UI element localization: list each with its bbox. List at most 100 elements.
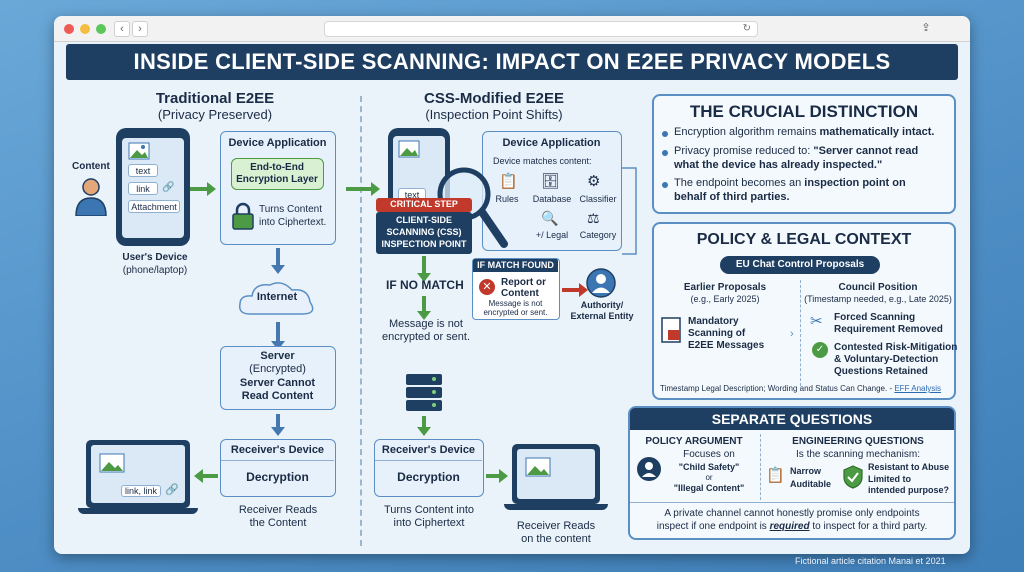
back-icon[interactable]: ‹ [114, 21, 130, 37]
engineering-head: ENGINEERING QUESTIONS [792, 436, 924, 447]
policy-person-icon [637, 457, 661, 481]
category-icon: ⚖ [587, 210, 600, 226]
mandatory-line2: Scanning of [688, 328, 746, 339]
device-app-box: Device Application End-to-End Encryption… [220, 131, 336, 245]
distinction-b2-cont: what the device has already inspected." [674, 159, 883, 171]
turns-content-line1: Turns Content [259, 204, 322, 215]
chevron-right-icon: › [790, 328, 794, 340]
earlier-proposals: Earlier Proposals [683, 282, 767, 293]
content-label: Content [72, 161, 110, 172]
arrow-to-internet [271, 248, 285, 274]
css-line1: CLIENT-SIDE [395, 215, 452, 225]
lock-icon [232, 202, 254, 230]
share-icon[interactable]: ⇪ [921, 22, 931, 34]
distinction-b3-bold: inspection point on [804, 177, 906, 189]
laptop-link-chip: link, link [121, 485, 161, 497]
turns-content-line2: into Ciphertext. [259, 217, 327, 228]
forward-icon[interactable]: › [132, 21, 148, 37]
distinction-b3-text: The endpoint becomes an [674, 177, 805, 189]
close-window-dot[interactable] [64, 24, 74, 34]
arrow-no-match [417, 256, 431, 282]
match-found-box: IF MATCH FOUND ✕ Report or Content Messa… [472, 258, 560, 320]
left-subheading: (Privacy Preserved) [157, 107, 273, 122]
server-rack-icon [406, 374, 442, 411]
distinction-b2-text: Privacy promise reduced to: [674, 145, 814, 157]
text-chip: text [128, 164, 158, 177]
eu-banner: EU Chat Control Proposals [720, 256, 880, 274]
legal-label: +/ Legal [535, 230, 569, 240]
contested-line1: Contested Risk-Mitigation [834, 342, 958, 353]
css-line2: SCANNING (CSS) [386, 227, 462, 237]
encryption-layer: End-to-End Encryption Layer [231, 158, 324, 190]
minimize-window-dot[interactable] [80, 24, 90, 34]
middle-heading: CSS-Modified E2EE [423, 90, 565, 107]
wrench-icon: ✂ [810, 313, 823, 330]
authority-icon [586, 268, 616, 298]
internet-cloud-icon [238, 282, 314, 315]
maximize-window-dot[interactable] [96, 24, 106, 34]
report-x-icon: ✕ [479, 279, 495, 295]
contested-line2: & Voluntary-Detection [834, 354, 939, 365]
forced-line2: Requirement Removed [834, 324, 943, 335]
mandatory-line1: Mandatory [688, 316, 739, 327]
eff-analysis-link[interactable]: EFF Analysis [894, 384, 942, 393]
decryption-label: Decryption [246, 470, 309, 484]
css-reads-line2: on the content [521, 533, 591, 545]
distinction-b3-cont: behalf of third parties. [674, 191, 790, 203]
limited-line1: Limited to [868, 474, 911, 484]
policy-title: POLICY & LEGAL CONTEXT [696, 231, 912, 248]
distinction-panel: THE CRUCIAL DISTINCTION Encryption algor… [652, 94, 956, 214]
report-line3: Message is not [488, 299, 543, 308]
css-receiver-title: Receiver's Device [381, 444, 476, 456]
council-position: Council Position [838, 282, 918, 293]
arrow-to-receiver [271, 414, 285, 436]
if-no-match-label: IF NO MATCH [386, 278, 464, 292]
separate-panel: SEPARATE QUESTIONS POLICY ARGUMENT Focus… [628, 406, 956, 540]
browser-window: ‹ › ↻ ⇪ + INSIDE CLIENT-SIDE SCANNING: I… [54, 16, 970, 554]
checklist-icon: 📋 [766, 467, 785, 484]
enc-layer-line1: End-to-End [250, 162, 304, 173]
matches-label: Device matches content: [493, 156, 592, 166]
middle-subheading: (Inspection Point Shifts) [425, 107, 563, 122]
enc-layer-line2: Encryption Layer [236, 174, 318, 185]
server-box: Server (Encrypted) Server Cannot Read Co… [220, 346, 336, 410]
arrow-not-encrypted [417, 296, 431, 320]
css-turns-line1: Turns Content into [383, 504, 475, 516]
policy-panel: POLICY & LEGAL CONTEXT EU Chat Control P… [652, 222, 958, 400]
resistant-label: Resistant to Abuse [868, 462, 950, 472]
authority-line1: Authority/ [580, 300, 624, 310]
policy-note-text: Timestamp Legal Description; Wording and… [660, 384, 895, 393]
css-turns-line2: into Ciphertext [393, 517, 465, 529]
report-line4: encrypted or sent. [483, 308, 548, 317]
receiver-box: Receiver's Device Decryption [220, 439, 336, 497]
internet-label: Internet [256, 291, 298, 303]
classifier-label: Classifier [579, 194, 617, 204]
database-label: Database [532, 194, 572, 204]
page-title: INSIDE CLIENT-SIDE SCANNING: IMPACT ON E… [66, 44, 958, 80]
attachment-chip: Attachment [128, 200, 180, 213]
limited-line2: intended purpose? [868, 485, 949, 495]
not-encrypted-line2: encrypted or sent. [381, 331, 471, 343]
distinction-bullet-1: Encryption algorithm remains mathematica… [674, 126, 934, 138]
focuses-label: Focuses on [683, 449, 735, 460]
server-line2: (Encrypted) [249, 363, 306, 375]
css-device-app-box: Device Application Device matches conten… [482, 131, 622, 251]
link-icon: 🔗 [162, 182, 175, 193]
css-laptop-image-icon [525, 457, 551, 477]
reload-icon[interactable]: ↻ [742, 23, 751, 34]
server-line3: Server Cannot [239, 377, 316, 389]
left-heading: Traditional E2EE [155, 90, 275, 107]
distinction-bullet-3: The endpoint becomes an inspection point… [674, 177, 906, 189]
bottom-2c: to inspect for a third party. [809, 521, 928, 532]
report-line1: Report or [501, 277, 546, 288]
check-icon: ✓ [812, 342, 828, 358]
category-label: Category [579, 230, 617, 240]
receiver-laptop: link, link 🔗 [86, 440, 190, 508]
illegal-content-label: "Illegal Content" [673, 483, 745, 493]
user-icon [75, 178, 107, 216]
not-encrypted-line1: Message is not [389, 318, 463, 330]
image-icon [128, 142, 150, 160]
css-decryption-label: Decryption [397, 470, 460, 484]
citation-footer: Fictional article citation Manai et 2021 [795, 556, 946, 566]
address-bar[interactable]: ↻ [324, 21, 758, 37]
